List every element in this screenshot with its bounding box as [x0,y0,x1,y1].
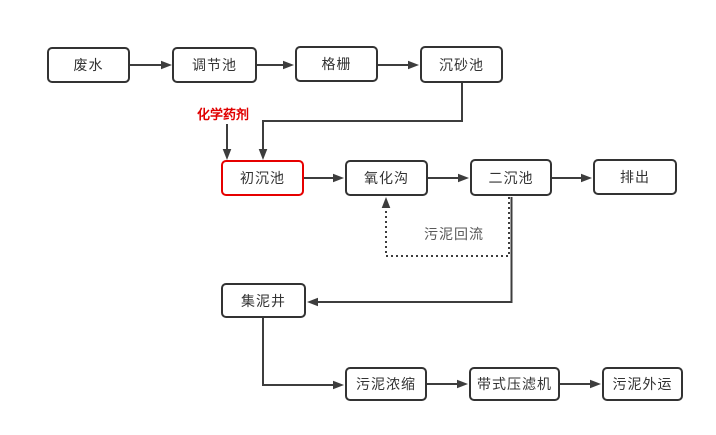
node-label: 二沉池 [488,169,534,186]
node-label: 格栅 [321,56,352,72]
node-sludge-collection-well: 集泥井 [221,283,306,318]
node-label: 排出 [620,169,650,185]
node-label: 集泥井 [241,292,286,309]
node-sludge-transport-out: 污泥外运 [602,367,683,401]
connector-oxidation-to-secondary [428,173,469,183]
node-discharge: 排出 [593,159,677,195]
node-label: 氧化沟 [364,170,409,186]
node-label: 带式压滤机 [477,376,552,392]
node-label: 污泥外运 [612,376,673,392]
connector-grit-to-primary [258,83,463,160]
connector-screen-to-grit [378,60,419,70]
chemical-agent-label: 化学药剂 [197,107,250,122]
node-label: 调节池 [192,57,237,73]
node-primary-sedimentation-tank: 初沉池 [221,160,304,196]
connector-chemical-to-primary [222,124,232,160]
node-bar-screen: 格栅 [295,46,378,82]
node-oxidation-ditch: 氧化沟 [345,160,428,196]
connector-press-to-transport [560,379,601,389]
node-label: 污泥浓缩 [356,376,416,392]
node-wastewater: 废水 [47,47,130,83]
node-grit-chamber: 沉砂池 [420,46,503,83]
node-label: 沉砂池 [439,56,484,73]
node-secondary-sedimentation-tank: 二沉池 [470,159,552,196]
node-belt-filter-press: 带式压滤机 [469,367,560,401]
connector-secondary-to-well [307,197,513,307]
connector-regulation-to-screen [257,60,294,70]
connector-sludge-return [381,197,510,257]
node-sludge-thickening: 污泥浓缩 [345,367,427,401]
connector-primary-to-oxidation [304,173,344,183]
connector-secondary-to-discharge [552,173,592,183]
connector-well-to-thickening [262,318,344,390]
connector-thickening-to-press [427,379,468,389]
node-regulation-tank: 调节池 [172,47,257,83]
sludge-return-label: 污泥回流 [424,226,484,242]
node-label: 初沉池 [240,170,285,186]
connector-wastewater-to-regulation [130,60,172,70]
node-label: 废水 [73,57,104,73]
